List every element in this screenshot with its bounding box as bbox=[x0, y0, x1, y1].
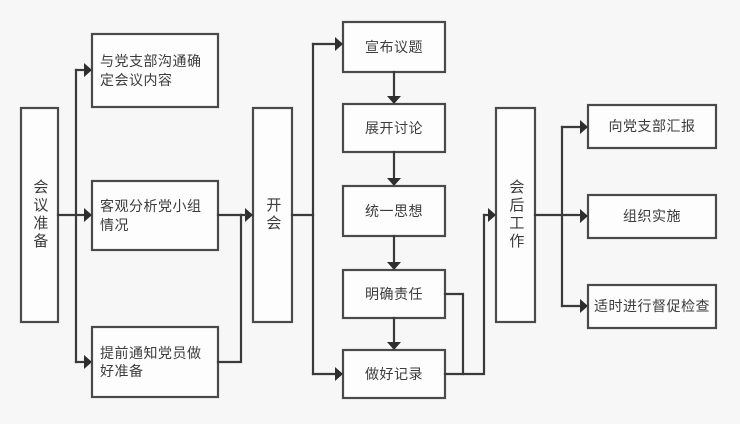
arrowhead-post-to-report bbox=[580, 120, 588, 134]
arrowhead-meeting-to-announce bbox=[335, 37, 343, 51]
arrowhead-announce-to-discussion bbox=[387, 96, 401, 104]
node-task-organize-implement[interactable] bbox=[586, 193, 718, 240]
connector-notify-to-merge bbox=[216, 213, 243, 364]
node-task-timely-inspect[interactable] bbox=[586, 283, 718, 330]
arrowhead-merge-to-post-meeting bbox=[488, 208, 496, 222]
arrowhead-meeting-to-record bbox=[335, 367, 343, 381]
arrowhead-prep-to-notify bbox=[84, 355, 92, 369]
node-task-analyze-group[interactable] bbox=[90, 179, 220, 252]
node-task-discussion[interactable] bbox=[341, 102, 447, 154]
arrowhead-duty-to-record bbox=[387, 342, 401, 350]
node-task-clarify-duty[interactable] bbox=[341, 268, 447, 320]
node-task-announce-topic[interactable] bbox=[341, 20, 447, 74]
node-stage-preparation[interactable] bbox=[19, 106, 60, 324]
arrowhead-discussion-to-unify bbox=[387, 178, 401, 186]
node-task-notify-members[interactable] bbox=[90, 325, 220, 399]
arrowhead-prep-to-analyze bbox=[84, 208, 92, 222]
node-stage-post-meeting[interactable] bbox=[494, 106, 537, 324]
connector-duty-to-post-merge bbox=[443, 292, 465, 376]
arrowhead-unify-to-duty bbox=[387, 262, 401, 270]
arrowhead-post-to-inspect bbox=[580, 299, 588, 313]
arrowhead-post-to-organize bbox=[580, 209, 588, 223]
node-task-unify-thought[interactable] bbox=[341, 184, 447, 238]
node-task-keep-record[interactable] bbox=[341, 348, 447, 400]
arrowhead-merge-to-meeting bbox=[245, 208, 253, 222]
arrowhead-prep-to-communicate bbox=[84, 63, 92, 77]
connector-record-to-post-merge bbox=[443, 213, 486, 376]
node-stage-meeting[interactable] bbox=[251, 106, 294, 324]
node-task-report-branch[interactable] bbox=[586, 103, 718, 150]
node-task-communicate-branch[interactable] bbox=[90, 32, 220, 109]
